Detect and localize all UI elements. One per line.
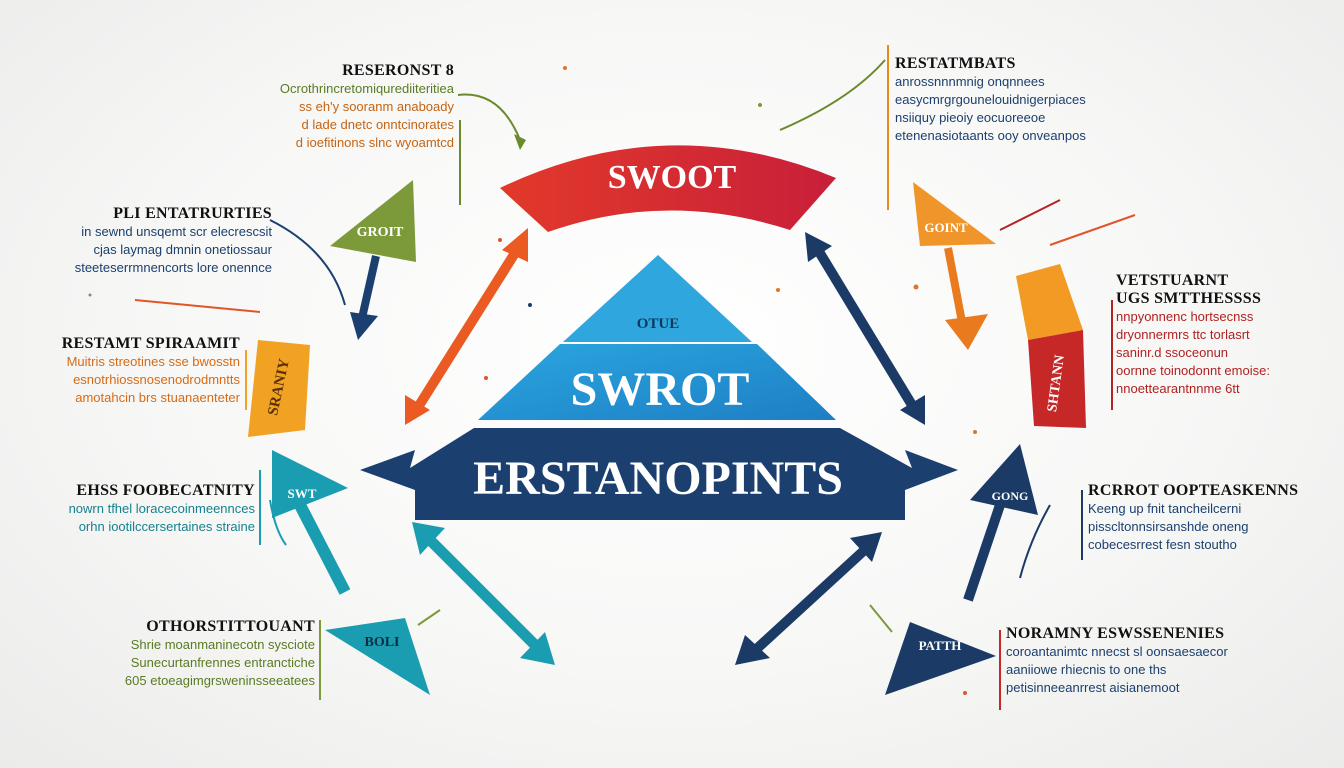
bottom-left-block: OTHORSTITTOUANT Shrie moanmaninecotn sys… [110, 618, 315, 690]
pyramid-middle [478, 344, 836, 420]
right-mid-title: VETSTUARNT [1116, 272, 1229, 289]
bottom-right-line-3: petisinneeanrrest aisianemoot [1006, 680, 1180, 695]
bottom-right-block: NORAMNY ESWSSENENIES coroantanimtc nnecs… [1006, 625, 1228, 697]
pyramid-base [360, 428, 958, 520]
top-right-title: RESTATMBATS [895, 55, 1016, 72]
teal-tag-left [272, 450, 348, 518]
bottom-right-title: NORAMNY ESWSSENENIES [1006, 625, 1225, 642]
green-tag-arrow [350, 255, 380, 340]
orange-tag-left [248, 340, 310, 437]
teal-double-arrow [412, 522, 555, 665]
top-left-block: RESERONST 8 Ocrothrincretomiqurediiterit… [262, 62, 454, 152]
mid-left-line-3: steeteserrmnencorts lore onennce [74, 260, 272, 275]
swoot-arc-banner [500, 145, 836, 232]
left-mid-line-3: amotahcin brs stuanaenteter [75, 390, 240, 405]
right-lower-block: RCRROT OOPTEASKENNS Keeng up fnit tanche… [1088, 482, 1298, 554]
right-mid-line-4: oornne toinodonnt emoise: [1116, 363, 1270, 378]
navy-tag-right-label: GONG [992, 489, 1029, 503]
left-mid-line-2: esnotrhiossnosenodrodmntts [73, 372, 240, 387]
top-left-line-1: Ocrothrincretomiqurediiteritiea [279, 81, 454, 96]
left-mid-title: RESTAMT SPIRAAMIT [61, 335, 240, 352]
mid-left-block: PLI ENTATRURTIES in sewnd unsqemt scr el… [60, 205, 272, 277]
red-tag-right-top [1016, 264, 1083, 340]
pyramid-base-label: ERSTANOPINTS [473, 452, 843, 505]
top-left-line-3: d lade dnetc onntcinorates [301, 117, 455, 132]
left-lower-title: EHSS FOOBECATNITY [76, 482, 255, 499]
left-lower-line-2: orhn iootilccersertaines straine [78, 519, 255, 534]
left-mid-line-1: Muitris streotines sse bwosstn [66, 354, 240, 369]
right-lower-line-2: pisscltonnsirsanshde oneng [1088, 519, 1249, 534]
mid-left-title: PLI ENTATRURTIES [113, 205, 272, 222]
right-lower-line-1: Keeng up fnit tancheilcerni [1088, 501, 1242, 516]
teal-tag-bottom-label: BOLI [364, 635, 399, 650]
orange-tag-right-arrow [944, 247, 988, 350]
green-tag-label: GROIT [357, 225, 404, 240]
teal-tag-left-arrow [294, 502, 351, 595]
left-lower-line-1: nowrn tfhel loracecoinmeennces [68, 501, 255, 516]
navy-double-arrow-bottom-right [735, 532, 882, 665]
green-tag [330, 180, 416, 262]
mid-left-line-2: cjas laymag dmnin onetiossaur [93, 242, 272, 257]
teal-tag-left-label: SWT [288, 486, 317, 501]
top-left-title: RESERONST 8 [342, 62, 454, 79]
bottom-left-title: OTHORSTITTOUANT [146, 618, 315, 635]
orange-double-arrow [405, 228, 528, 425]
top-left-line-4: d ioefitinons slnc wyoamtcd [295, 135, 454, 150]
right-mid-line-5: nnoettearantnnme 6tt [1116, 381, 1240, 396]
bottom-left-line-2: Sunecurtanfrennes entranctiche [130, 655, 315, 670]
bottom-left-line-1: Shrie moanmaninecotn sysciote [130, 637, 315, 652]
navy-double-arrow-top-right [805, 232, 925, 425]
bottom-right-line-2: aaniiowe rhiecnis to one ths [1006, 662, 1167, 677]
decorative-dots [88, 66, 977, 695]
right-mid-subtitle: UGS SMTTHESSSS [1116, 290, 1262, 307]
orange-tag-right-label: GOINT [924, 220, 968, 235]
right-mid-line-2: dryonnermrs ttc torlasrt [1116, 327, 1250, 342]
pyramid-peak [563, 255, 752, 342]
top-right-block: RESTATMBATS anrossnnnmnig onqnnees easyc… [895, 55, 1086, 145]
orange-tag-right [913, 182, 996, 246]
red-tag-right-bottom [1028, 330, 1086, 428]
navy-tag-right [970, 444, 1038, 515]
navy-tag-bottom [885, 622, 996, 695]
mid-left-line-1: in sewnd unsqemt scr elecrescsit [81, 224, 272, 239]
teal-tag-bottom [325, 618, 430, 695]
left-mid-block: RESTAMT SPIRAAMIT Muitris streotines sse… [50, 335, 240, 407]
navy-tag-right-arrow [963, 503, 1005, 602]
top-right-line-1: anrossnnnmnig onqnnees [895, 74, 1045, 89]
bottom-left-line-3: 605 etoeagimgrsweninsseeatees [124, 673, 315, 688]
right-mid-block: VETSTUARNT UGS SMTTHESSSS nnpyonnenc hor… [1116, 272, 1270, 398]
right-lower-line-3: cobecesrrest fesn stoutho [1088, 537, 1237, 552]
top-left-line-2: ss eh'y sooranm anaboady [299, 99, 454, 114]
right-mid-line-1: nnpyonnenc hortsecnss [1116, 309, 1254, 324]
top-right-line-3: nsiiquy pieoiy eocuoreeoe [895, 110, 1046, 125]
pyramid-peak-label: OTUE [637, 316, 680, 332]
bottom-right-line-1: coroantanimtc nnecst sl oonsaesaecor [1006, 644, 1228, 659]
connector-lines [134, 45, 1136, 710]
swoot-arc-label: SWOOT [608, 159, 737, 196]
pyramid-middle-label: SWROT [571, 363, 750, 416]
top-right-line-4: etenenasiotaants ooy onveanpos [895, 128, 1086, 143]
navy-tag-bottom-label: PATTH [919, 638, 962, 653]
right-mid-line-3: saninr.d ssoceonun [1116, 345, 1229, 360]
left-lower-block: EHSS FOOBECATNITY nowrn tfhel loracecoin… [50, 482, 255, 536]
top-right-line-2: easycmrgrgounelouidnigerpiaces [895, 92, 1086, 107]
right-lower-title: RCRROT OOPTEASKENNS [1088, 482, 1299, 499]
